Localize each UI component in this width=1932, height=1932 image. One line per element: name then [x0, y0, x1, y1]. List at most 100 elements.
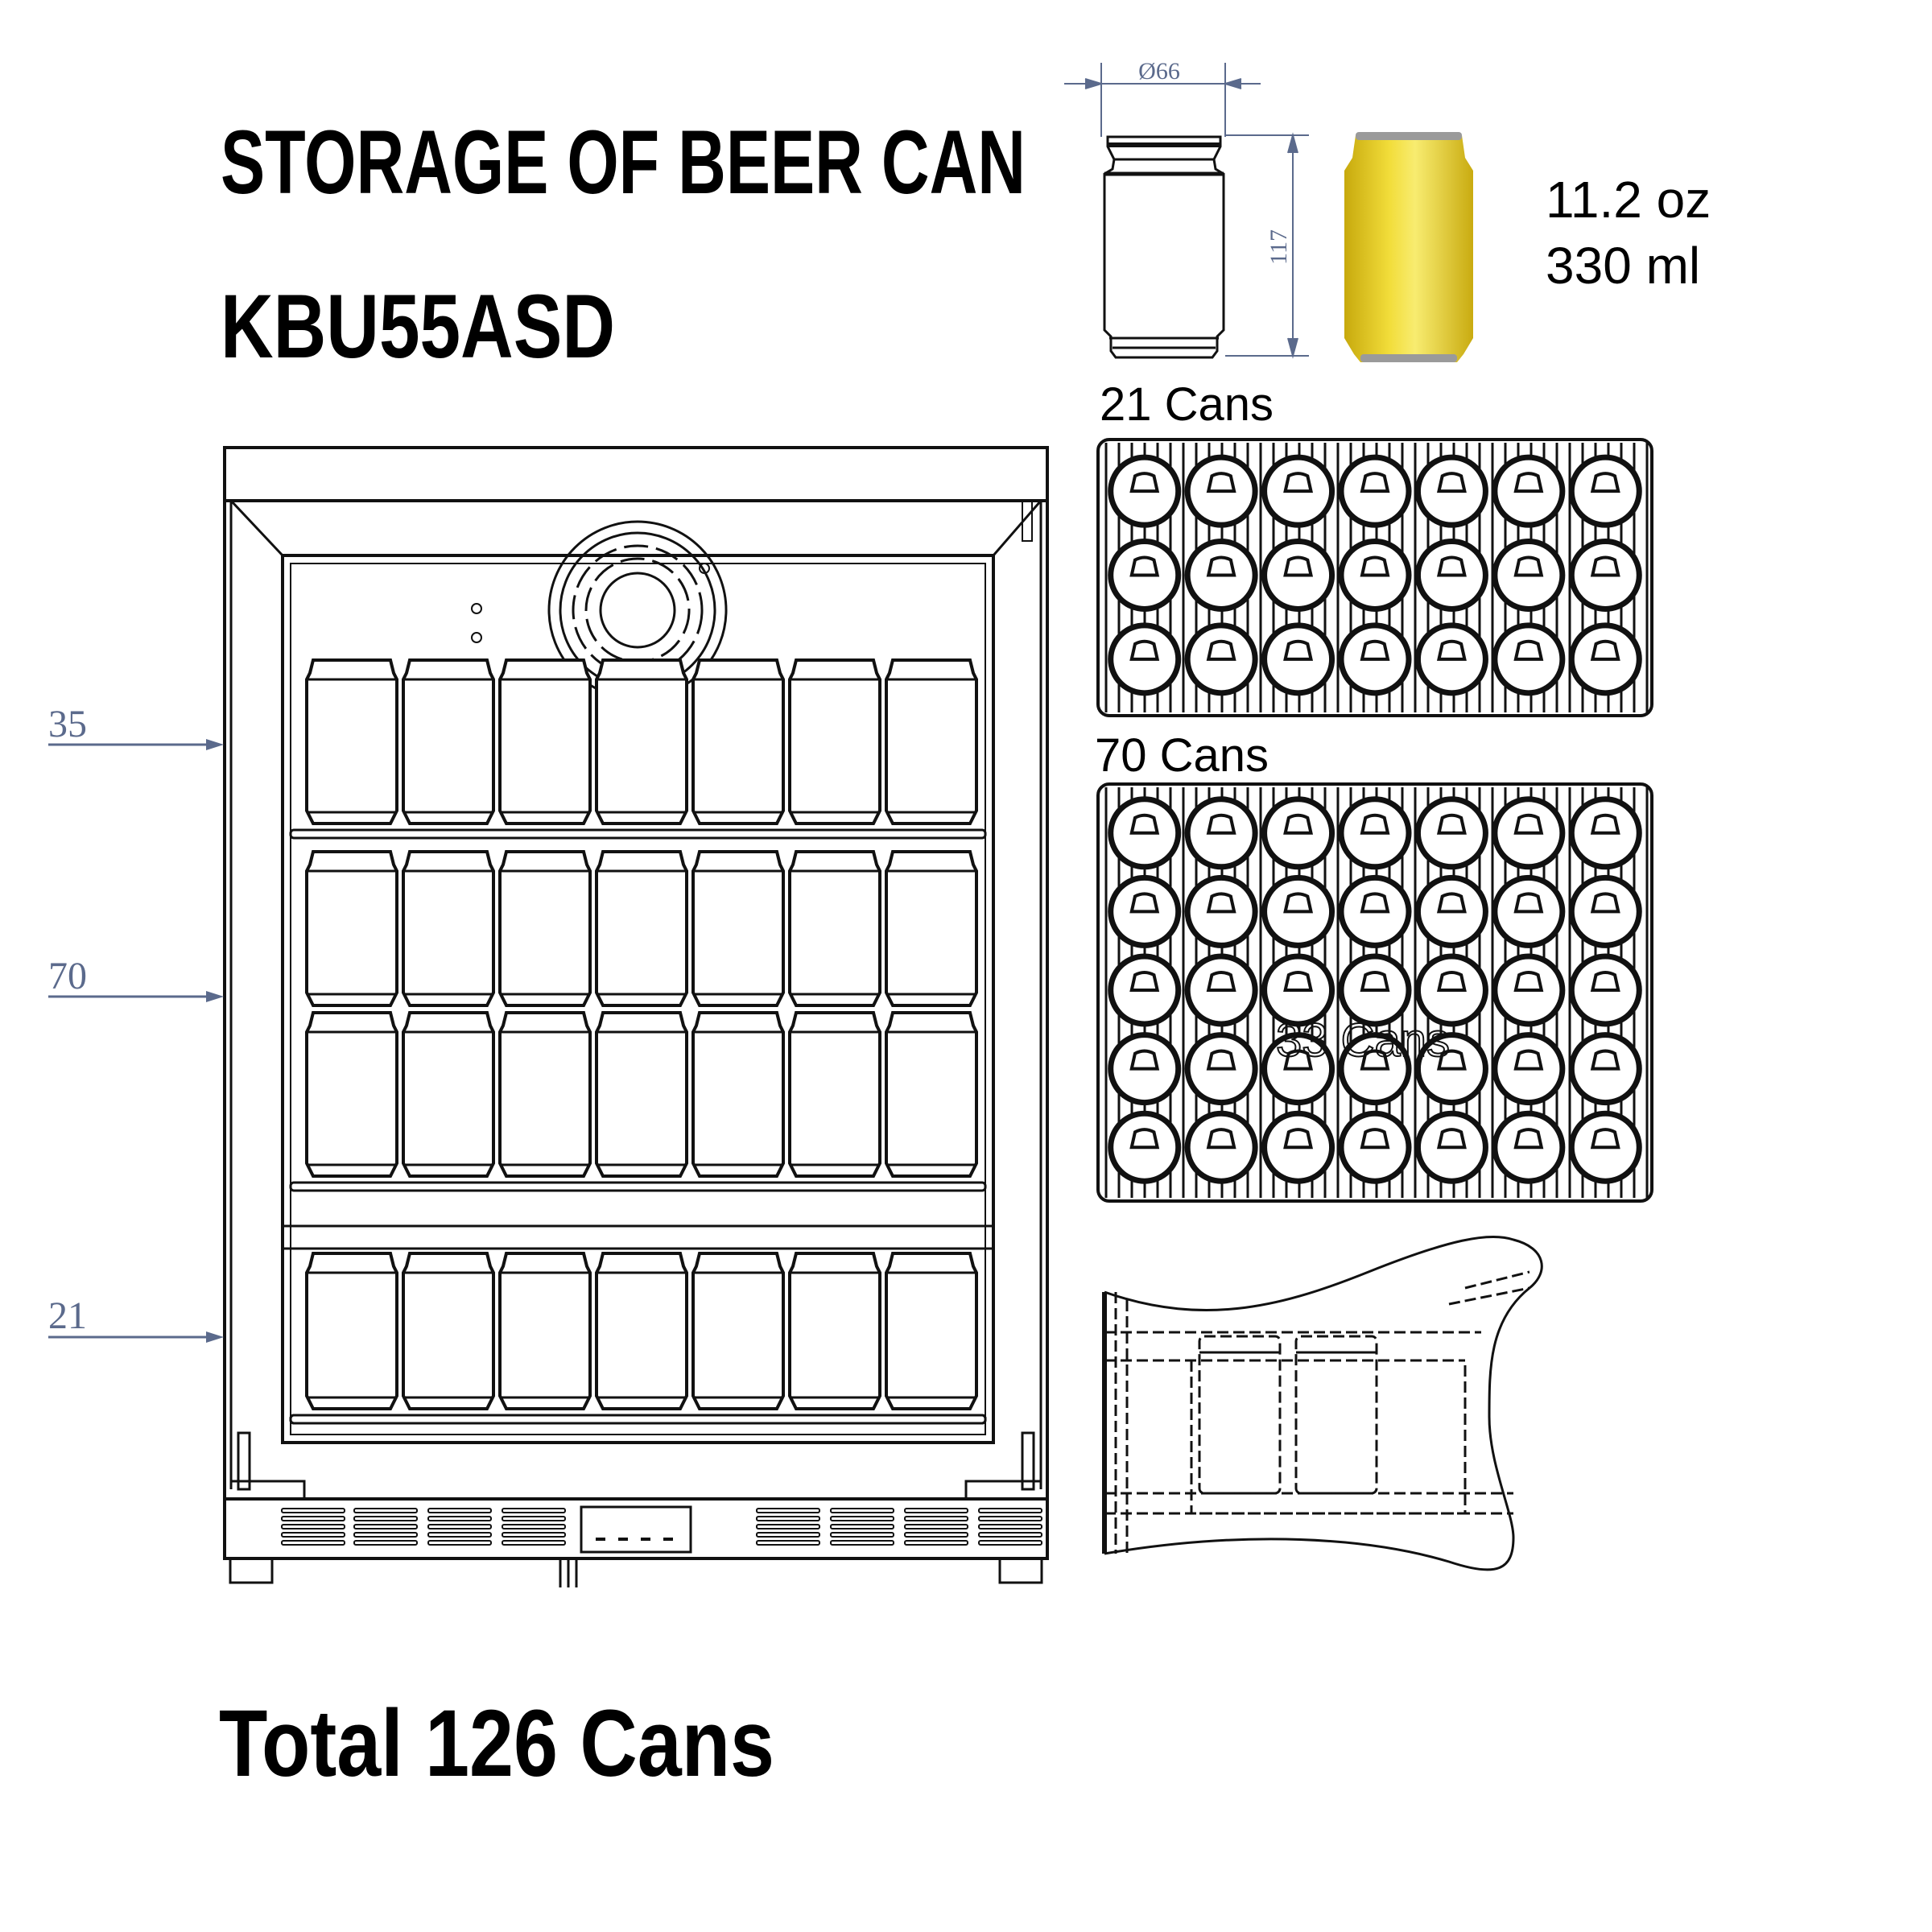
can-top: [1414, 953, 1488, 1027]
fridge-can: [305, 1011, 398, 1178]
tray-label-70: 70 Cans: [1095, 729, 1269, 782]
can-top: [1414, 1032, 1488, 1106]
can-top: [1338, 874, 1412, 948]
can-top: [1184, 1032, 1258, 1106]
can-top: [1568, 539, 1642, 612]
fridge-can: [305, 1252, 398, 1410]
can-top: [1492, 539, 1566, 612]
shelf-marker-35: 35: [48, 703, 224, 750]
fridge-can: [402, 1011, 495, 1178]
fridge-can: [788, 658, 881, 825]
can-top: [1414, 539, 1488, 612]
can-top: [1338, 953, 1412, 1027]
can-top: [1261, 796, 1335, 870]
base-grille: [223, 1497, 1049, 1560]
can-top: [1108, 454, 1182, 528]
shelf-marker-70: 70: [48, 955, 224, 1002]
shelf-marker-21: 21: [48, 1294, 224, 1343]
control-panel: [580, 1505, 692, 1554]
can-top: [1492, 874, 1566, 948]
can-top: [1184, 874, 1258, 948]
fridge-front-view: [223, 446, 1049, 1587]
can-top: [1338, 539, 1412, 612]
tray-top-view-21: [1096, 438, 1653, 717]
volume-oz: 11.2 oz: [1546, 171, 1711, 229]
can-top: [1261, 1110, 1335, 1184]
fridge-can: [595, 658, 688, 825]
svg-text:35: 35: [48, 703, 87, 745]
height-label: 117: [1265, 229, 1292, 265]
side-section-view: [1102, 1235, 1543, 1571]
can-top: [1414, 796, 1488, 870]
can-top: [1568, 953, 1642, 1027]
can-top: [1568, 1110, 1642, 1184]
can-top: [1492, 796, 1566, 870]
can-top: [1261, 622, 1335, 696]
tray-frame: [1096, 782, 1653, 1203]
can-top: [1568, 1032, 1642, 1106]
can-top: [1338, 454, 1412, 528]
can-top: [1108, 539, 1182, 612]
can-top: [1414, 1110, 1488, 1184]
can-top: [1261, 539, 1335, 612]
foot-left: [229, 1557, 274, 1584]
can-top: [1568, 622, 1642, 696]
fridge-can: [498, 850, 592, 1007]
fridge-can: [498, 1252, 592, 1410]
fridge-can: [691, 850, 785, 1007]
model-number: KBU55ASD: [221, 276, 615, 377]
can-top: [1108, 1110, 1182, 1184]
can-top: [1184, 454, 1258, 528]
svg-text:21: 21: [48, 1294, 87, 1337]
fridge-can: [595, 1011, 688, 1178]
can-top: [1261, 874, 1335, 948]
fridge-can: [402, 1252, 495, 1410]
fridge-can: [691, 1011, 785, 1178]
can-top: [1184, 953, 1258, 1027]
can-top: [1492, 1110, 1566, 1184]
fridge-can: [402, 658, 495, 825]
can-top: [1338, 796, 1412, 870]
shelf: [289, 1181, 987, 1192]
can-top: [1492, 1032, 1566, 1106]
yellow-can-image: [1344, 132, 1473, 362]
can-top: [1338, 1032, 1412, 1106]
fridge-can: [305, 850, 398, 1007]
can-top: [1108, 874, 1182, 948]
can-top: [1108, 622, 1182, 696]
can-top: [1184, 539, 1258, 612]
glass-door: [281, 554, 995, 1444]
can-top: [1184, 1110, 1258, 1184]
can-top: [1108, 953, 1182, 1027]
fridge-can: [691, 658, 785, 825]
volume-ml: 330 ml: [1546, 237, 1700, 295]
can-top: [1261, 1032, 1335, 1106]
can-top: [1338, 1110, 1412, 1184]
fridge-can: [788, 1011, 881, 1178]
shelf: [289, 828, 987, 840]
can-top: [1492, 953, 1566, 1027]
can-top: [1338, 622, 1412, 696]
can-top: [1184, 796, 1258, 870]
can-top: [1261, 953, 1335, 1027]
can-top: [1184, 622, 1258, 696]
can-top: [1414, 622, 1488, 696]
fridge-can: [691, 1252, 785, 1410]
can-top: [1108, 1032, 1182, 1106]
fridge-can: [402, 850, 495, 1007]
fridge-can: [595, 1252, 688, 1410]
fridge-can: [305, 658, 398, 825]
can-top: [1414, 874, 1488, 948]
fridge-can: [788, 850, 881, 1007]
tray-frame: [1096, 438, 1653, 717]
fridge-can: [885, 1011, 978, 1178]
title: STORAGE OF BEER CAN: [221, 112, 1026, 213]
can-dimension-drawing: Ø66 117: [1064, 58, 1309, 359]
diameter-label: Ø66: [1138, 58, 1180, 85]
can-top: [1492, 622, 1566, 696]
foot-right: [998, 1557, 1043, 1584]
fridge-can: [595, 850, 688, 1007]
fridge-can: [498, 1011, 592, 1178]
can-top: [1492, 454, 1566, 528]
